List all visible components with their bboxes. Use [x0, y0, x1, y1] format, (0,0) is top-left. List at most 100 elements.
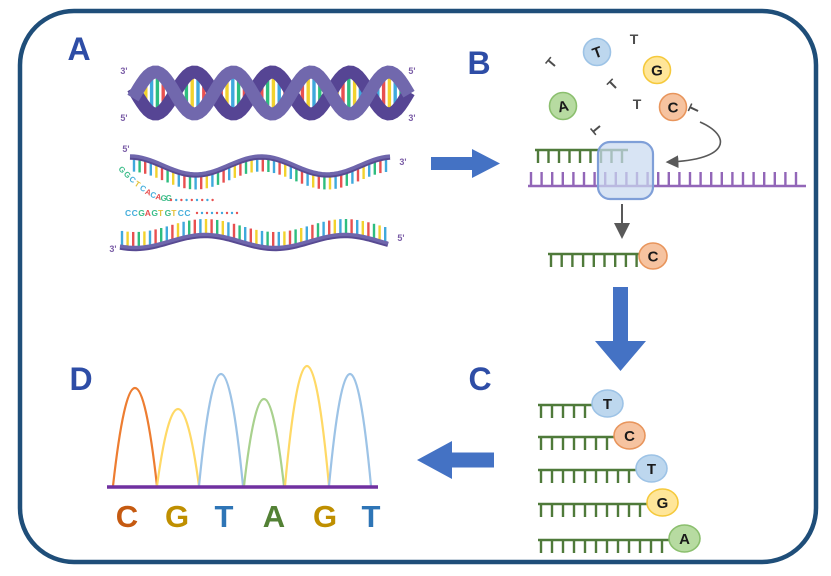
helix-5prime-right: 5' [408, 66, 415, 76]
panel-a-label: A [67, 31, 90, 67]
panel-b-label: B [467, 45, 490, 81]
terminator-base-letter: C [648, 249, 659, 266]
helix-3prime-left: 3' [120, 66, 127, 76]
loose-nucleotide-t: T [604, 75, 622, 93]
sequence-letter: G [166, 194, 172, 203]
sequence-ellipsis-dot [185, 198, 188, 202]
sequence-letter: C [149, 190, 157, 200]
chromatogram-letter: G [165, 499, 189, 534]
sequence-letter: G [160, 194, 167, 204]
sequence-ellipsis-dot [210, 211, 214, 215]
loose-nucleotide-t: T [587, 120, 605, 137]
panel-c-label: C [468, 361, 491, 397]
chromatogram-letter: T [215, 499, 234, 534]
template-duplex [528, 148, 806, 188]
fragment-base-letter: A [679, 531, 690, 548]
nucleotide-incorporation-arrow [665, 121, 722, 169]
helix-ribbon [127, 65, 415, 121]
sequence-letter: C [125, 208, 131, 218]
polymerase-enzyme [596, 140, 655, 201]
loose-nucleotide-t: T [633, 96, 642, 112]
helix-3prime-right: 3' [408, 113, 415, 123]
sequence-ellipsis-dot [215, 211, 219, 215]
loose-nucleotide-t: T [630, 31, 639, 47]
sequence-letter: C [184, 208, 190, 218]
sequence-ellipsis-dot [169, 198, 173, 202]
chromatogram-peak [111, 387, 159, 488]
chromatogram-peak [283, 365, 331, 488]
fragment-base-letter: G [657, 495, 669, 512]
fragment-terminator [613, 421, 646, 450]
sequence-ellipsis-dot [206, 198, 209, 202]
top-strand-backbone [129, 154, 391, 176]
helix-ribbon [127, 65, 415, 121]
sequence-letter: A [145, 208, 151, 218]
sequence-ellipsis-dot [225, 211, 229, 215]
sequence-letter: G [122, 170, 133, 181]
sequence-ellipsis-dot [180, 198, 183, 202]
bottom-strand-backbone [119, 232, 389, 250]
sequence-letter: T [171, 208, 177, 218]
sequence-ellipsis-dot [190, 198, 193, 202]
dntp-T [582, 37, 612, 67]
sequence-ellipsis-dot [195, 211, 199, 215]
dntp-base-letter: A [556, 98, 570, 117]
sequence-ellipsis-dot [220, 211, 224, 215]
fragment-base-letter: T [603, 396, 612, 413]
chromatogram-peak [327, 372, 373, 488]
sequence-letter: C [132, 208, 138, 218]
arrow-a-to-b [431, 149, 500, 178]
arrow-c-to-d [417, 441, 494, 479]
dna-double-helix [127, 65, 415, 121]
terminator-nucleotide [638, 242, 668, 270]
sequence-letter: C [138, 183, 148, 194]
sequence-letter: G [116, 165, 127, 176]
sequence-ellipsis-dot [235, 211, 239, 215]
chromatogram-letter: A [263, 499, 285, 534]
helix-5prime-left: 5' [120, 113, 127, 123]
sequence-letter: C [127, 174, 137, 185]
sequence-ellipsis-dot [230, 211, 234, 215]
sequence-letter: C [178, 208, 184, 218]
chromatogram-letter: T [362, 499, 381, 534]
sequence-ellipsis-dot [205, 211, 209, 215]
fragment-terminator [635, 454, 668, 483]
fragment-base-letter: T [647, 461, 656, 478]
chromatogram-peak [242, 397, 286, 488]
sequence-letter: G [165, 208, 172, 218]
top-strand-5prime: 5' [122, 144, 129, 154]
chromatogram-letter: G [313, 499, 337, 534]
dntp-C [658, 92, 688, 122]
chromatogram [111, 365, 373, 488]
sequence-ellipsis-dot [195, 198, 199, 202]
new-strand-product: C [548, 242, 668, 270]
loose-nucleotide-t: T [542, 54, 560, 71]
panel-d-label: D [69, 361, 92, 397]
bottom-strand-3prime: 3' [109, 244, 116, 254]
sequence-ellipsis-dot [200, 211, 204, 215]
fragment-base-letter: C [624, 428, 635, 445]
dntp-G [642, 55, 672, 85]
chromatogram-peak [197, 372, 245, 488]
dntp-A [548, 91, 578, 121]
arrow-b-to-c [595, 287, 646, 371]
fragment-terminator [591, 389, 624, 418]
top-strand-3prime: 3' [399, 157, 406, 167]
chromatogram-letter: C [116, 499, 138, 534]
sequence-letter: A [144, 187, 153, 198]
sequence-ellipsis-dot [175, 198, 178, 202]
fragment-terminator [646, 488, 679, 517]
loose-nucleotide-t: T [684, 101, 702, 116]
chromatogram-peak [155, 408, 201, 488]
bottom-strand-5prime: 5' [397, 233, 404, 243]
sequence-ellipsis-dot [201, 198, 204, 202]
dntp-base-letter: C [668, 100, 679, 117]
sequence-letter: T [133, 179, 142, 189]
sequence-ellipsis-dot [211, 198, 214, 202]
